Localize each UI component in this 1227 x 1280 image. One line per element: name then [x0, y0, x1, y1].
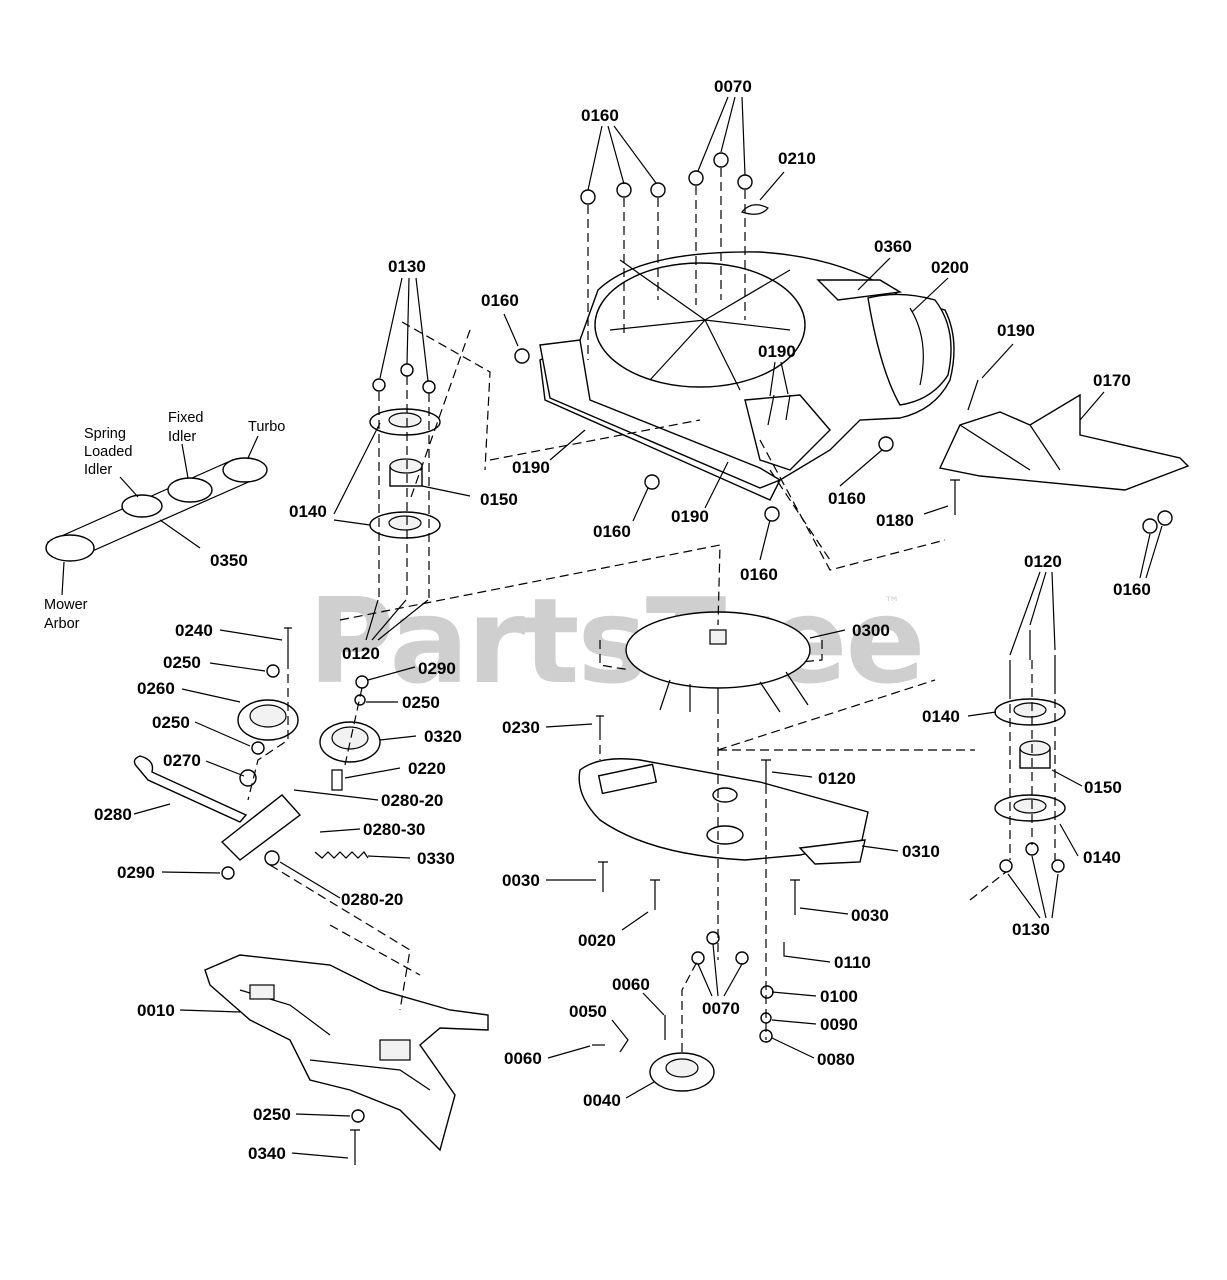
watermark-text: PartsTree — [308, 572, 924, 710]
callout-0240: 0240 — [175, 621, 213, 640]
deflector-chute — [938, 393, 1190, 491]
callout-0280: 0280 — [94, 805, 132, 824]
idler-pulley-0260 — [237, 699, 299, 741]
callout-0150-right: 0150 — [1084, 778, 1122, 797]
callout-0190-a: 0190 — [512, 458, 550, 477]
callout-0280-20-b: 0280-20 — [341, 890, 403, 909]
deck-plate — [578, 758, 869, 865]
callout-0190-right: 0190 — [997, 321, 1035, 340]
callout-0250-c: 0250 — [152, 713, 190, 732]
callout-0120-right: 0120 — [1024, 552, 1062, 571]
callout-0010: 0010 — [137, 1001, 175, 1020]
callout-0120-mid: 0120 — [818, 769, 856, 788]
callout-0360: 0360 — [874, 237, 912, 256]
legend-spring-line2: Loaded — [84, 444, 132, 460]
callout-0180: 0180 — [876, 511, 914, 530]
legend-spring-line1: Spring — [84, 426, 126, 442]
legend-spring-line3: Idler — [84, 462, 112, 478]
assembly-lines — [247, 168, 1056, 1052]
callout-0290-b: 0290 — [117, 863, 155, 882]
belt-legend: Spring Loaded Idler Fixed Idler Turbo Mo… — [44, 410, 285, 632]
callout-0330: 0330 — [417, 849, 455, 868]
legend-mower-line1: Mower — [44, 597, 88, 613]
bearing-stack-left — [369, 408, 441, 539]
callout-0030-b: 0030 — [851, 906, 889, 925]
callout-0090: 0090 — [820, 1015, 858, 1034]
part-callouts: 0070 0160 0210 0360 0200 0130 0160 0190 … — [94, 77, 1151, 1163]
callout-0250-a: 0250 — [163, 653, 201, 672]
spring-0330 — [314, 851, 369, 859]
callout-0160-a: 0160 — [828, 489, 866, 508]
legend-fixed-line2: Idler — [168, 429, 196, 445]
idler-pulley-0320 — [319, 721, 381, 763]
callout-0280-20-a: 0280-20 — [381, 791, 443, 810]
hardware-bolts — [284, 379, 1056, 1165]
callout-0270: 0270 — [163, 751, 201, 770]
leader-lines — [133, 96, 1163, 1159]
hairpin-clip-0210 — [740, 204, 769, 215]
legend-mower-line2: Arbor — [44, 616, 80, 632]
callout-0250-d: 0250 — [253, 1105, 291, 1124]
callout-0320: 0320 — [424, 727, 462, 746]
callout-0260: 0260 — [137, 679, 175, 698]
callout-0070-b: 0070 — [702, 999, 740, 1018]
callout-0190-mid: 0190 — [758, 342, 796, 361]
callout-0160-top: 0160 — [581, 106, 619, 125]
callout-0350: 0350 — [210, 551, 248, 570]
callout-0160-b: 0160 — [593, 522, 631, 541]
callout-0060-b: 0060 — [504, 1049, 542, 1068]
callout-0140-right-b: 0140 — [1083, 848, 1121, 867]
callout-0160-left: 0160 — [481, 291, 519, 310]
callout-0050: 0050 — [569, 1002, 607, 1021]
legend-fixed-line1: Fixed — [168, 410, 203, 426]
callout-0340: 0340 — [248, 1144, 286, 1163]
callout-0190-b: 0190 — [671, 507, 709, 526]
callout-0070-top: 0070 — [714, 77, 752, 96]
callout-0160-d: 0160 — [1113, 580, 1151, 599]
callout-0250-b: 0250 — [402, 693, 440, 712]
callout-0130-left: 0130 — [388, 257, 426, 276]
watermark-trademark: ™ — [884, 593, 900, 612]
tensioner-arm — [133, 755, 302, 861]
callout-0030-a: 0030 — [502, 871, 540, 890]
mounting-bracket — [204, 954, 489, 1152]
callout-0060-a: 0060 — [612, 975, 650, 994]
callout-0280-30: 0280-30 — [363, 820, 425, 839]
callout-0230: 0230 — [502, 718, 540, 737]
callout-0200: 0200 — [931, 258, 969, 277]
callout-0140-left: 0140 — [289, 502, 327, 521]
bearing-stack-right — [994, 698, 1066, 822]
callout-0220: 0220 — [408, 759, 446, 778]
callout-0310: 0310 — [902, 842, 940, 861]
belt-routing-diagram — [45, 457, 268, 562]
callout-0120-left: 0120 — [342, 644, 380, 663]
callout-0100: 0100 — [820, 987, 858, 1006]
callout-0020: 0020 — [578, 931, 616, 950]
callout-0110: 0110 — [834, 953, 871, 972]
blower-housing — [539, 251, 955, 501]
callout-0290-a: 0290 — [418, 659, 456, 678]
arbor-pulley-0040 — [649, 1052, 715, 1092]
legend-turbo: Turbo — [248, 419, 285, 435]
callout-0210: 0210 — [778, 149, 816, 168]
callout-0130-right: 0130 — [1012, 920, 1050, 939]
callout-0160-c: 0160 — [740, 565, 778, 584]
callout-0040: 0040 — [583, 1091, 621, 1110]
callout-0150-left: 0150 — [480, 490, 518, 509]
callout-0080: 0080 — [817, 1050, 855, 1069]
callout-0140-right: 0140 — [922, 707, 960, 726]
callout-0170: 0170 — [1093, 371, 1131, 390]
callout-0300: 0300 — [852, 621, 890, 640]
hardware-nuts — [221, 152, 1173, 1123]
